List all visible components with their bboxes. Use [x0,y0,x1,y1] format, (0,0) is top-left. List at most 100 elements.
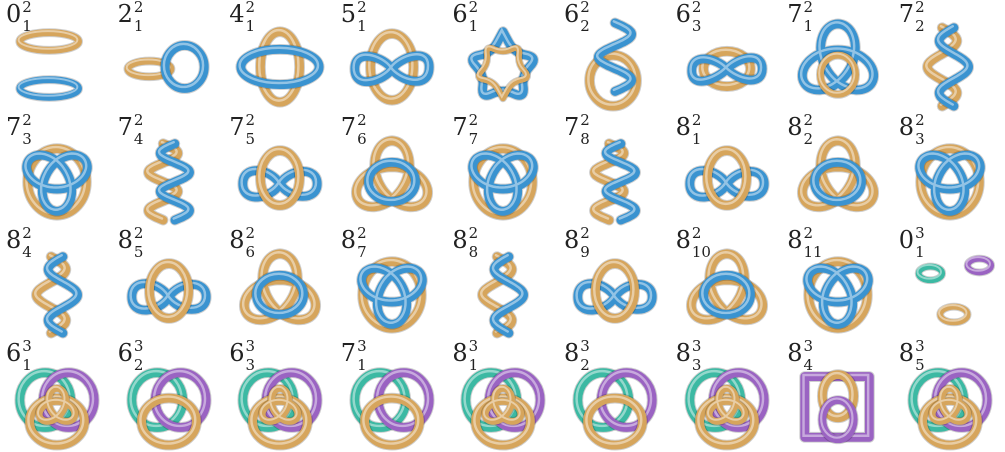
crossing-number: 8 [452,339,467,367]
crossing-number: 8 [899,113,914,141]
link-index: 9 [580,245,590,260]
link-index: 1 [357,19,367,34]
crossing-number: 7 [787,0,802,28]
crossing-number: 4 [229,0,244,28]
link-cell: 822 [781,113,891,226]
link-cell: 723 [0,113,110,226]
crossing-number: 8 [118,226,133,254]
link-label: 633 [229,341,255,371]
link-index: 1 [469,358,479,373]
strand-blue [130,282,206,310]
link-index: 1 [357,358,367,373]
component-count: 2 [469,0,479,15]
link-index: 11 [803,245,822,260]
link-label: 827 [341,228,367,258]
crossing-number: 8 [564,226,579,254]
link-index: 7 [469,132,479,147]
link-label: 722 [899,2,925,32]
component-count: 3 [915,339,925,354]
link-cell: 831 [446,339,556,452]
component-count: 2 [580,0,590,15]
crossing-number: 8 [6,226,21,254]
component-count: 3 [580,339,590,354]
crossing-number: 6 [118,339,133,367]
link-index: 1 [803,19,813,34]
component-count: 2 [134,113,144,128]
component-count: 2 [22,226,32,241]
crossing-number: 5 [341,0,356,28]
strand-blue [164,44,204,89]
crossing-number: 7 [899,0,914,28]
crossing-number: 8 [676,339,691,367]
crossing-number: 8 [787,339,802,367]
component-count: 2 [245,0,255,15]
crossing-number: 6 [564,0,579,28]
crossing-number: 2 [118,0,133,28]
crossing-number: 6 [452,0,467,28]
component-count: 3 [134,339,144,354]
link-index: 6 [357,132,367,147]
strand-purple [804,375,870,437]
component-count: 3 [692,339,702,354]
crossing-number: 8 [341,226,356,254]
link-label: 824 [6,228,32,258]
link-index: 3 [692,19,702,34]
link-label: 728 [564,115,590,145]
link-label: 8211 [787,228,822,258]
component-count: 2 [357,0,367,15]
component-count: 2 [469,226,479,241]
component-count: 2 [692,226,711,241]
link-index: 2 [915,19,925,34]
crossing-number: 6 [6,339,21,367]
crossing-number: 6 [676,0,691,28]
link-index: 3 [245,358,255,373]
strand-purple [966,257,991,272]
link-cell: 727 [446,113,556,226]
crossing-number: 8 [452,226,467,254]
component-count: 3 [803,339,813,354]
link-index: 1 [915,245,925,260]
strand-tan [259,30,299,102]
component-count: 2 [134,226,144,241]
link-cell: 825 [112,226,222,339]
link-cell: 821 [670,113,780,226]
component-count: 3 [245,339,255,354]
link-index: 6 [245,245,255,260]
strand-teal [917,265,942,280]
link-cell: 8210 [670,226,780,339]
link-index: 8 [469,245,479,260]
component-count: 2 [803,226,822,241]
link-index: 7 [357,245,367,260]
component-count: 2 [245,226,255,241]
component-count: 2 [469,113,479,128]
component-count: 2 [803,0,813,15]
strand-blue [577,282,653,310]
crossing-number: 8 [787,113,802,141]
strand-blue [688,169,764,197]
link-index: 3 [692,358,702,373]
link-index: 1 [134,19,144,34]
crossing-number: 8 [676,113,691,141]
link-cell: 725 [223,113,333,226]
